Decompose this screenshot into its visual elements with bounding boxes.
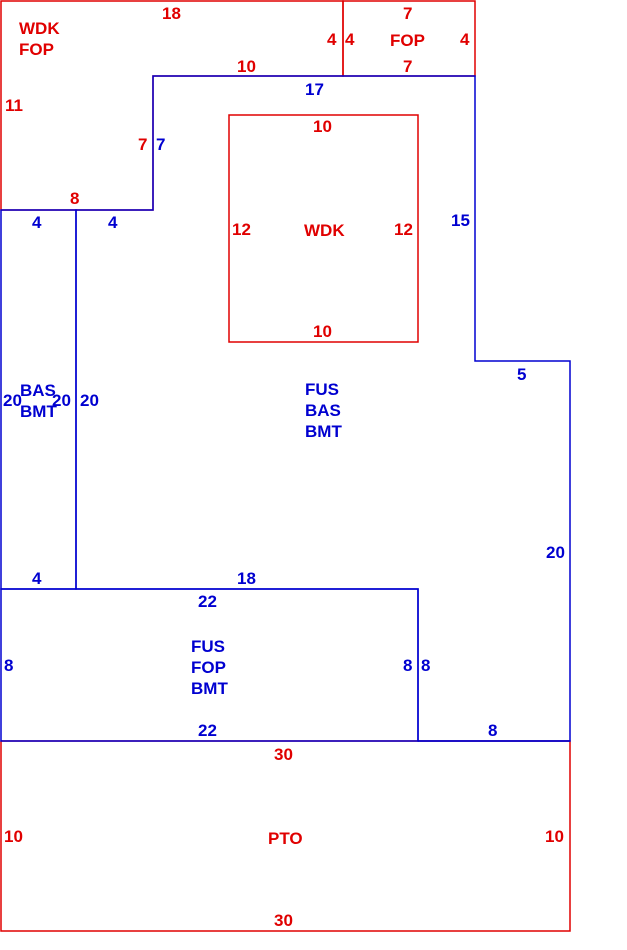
dimension-label: 7: [403, 57, 412, 76]
dimension-label: 22: [198, 721, 217, 740]
area-label-bmt-lower: BMT: [191, 679, 228, 698]
dimension-label: 4: [108, 213, 118, 232]
dimension-label: 7: [156, 135, 165, 154]
dimension-label: 10: [545, 827, 564, 846]
dimension-label: 8: [4, 656, 13, 675]
area-label-fop-top-left: FOP: [19, 40, 54, 59]
area-label-bas-main: BAS: [305, 401, 341, 420]
dimension-label: 20: [80, 391, 99, 410]
dimension-label: 4: [32, 213, 42, 232]
dimension-label: 10: [4, 827, 23, 846]
dimension-label: 15: [451, 211, 470, 230]
area-label-wdk-top-left: WDK: [19, 19, 60, 38]
dimension-label: 4: [327, 30, 337, 49]
dimension-label: 8: [403, 656, 412, 675]
dimension-label: 12: [394, 220, 413, 239]
area-label-bmt-main: BMT: [305, 422, 342, 441]
dimension-label: 18: [162, 4, 181, 23]
area-label-bas-left: BAS: [20, 381, 56, 400]
dimension-label: 30: [274, 911, 293, 930]
area-label-bmt-left: BMT: [20, 402, 57, 421]
area-label-pto: PTO: [268, 829, 303, 848]
dimension-label: 20: [3, 391, 22, 410]
dimension-label: 10: [313, 322, 332, 341]
dimension-label: 4: [460, 30, 470, 49]
dimension-label: 10: [237, 57, 256, 76]
dimension-label: 10: [313, 117, 332, 136]
dimension-label: 4: [32, 569, 42, 588]
dimension-label: 7: [138, 135, 147, 154]
dimension-label: 18: [237, 569, 256, 588]
dimension-label: 12: [232, 220, 251, 239]
dimension-label: 4: [345, 30, 355, 49]
dimension-label: 8: [421, 656, 430, 675]
area-label-wdk-center: WDK: [304, 221, 345, 240]
dimension-label: 8: [488, 721, 497, 740]
outline-wdk-center: [228, 114, 419, 343]
dimension-label: 7: [403, 4, 412, 23]
area-label-fus-lower: FUS: [191, 637, 225, 656]
outline-fus-fop-bmt: [0, 588, 419, 742]
dimension-label: 20: [52, 391, 71, 410]
dimension-label: 20: [546, 543, 565, 562]
area-label-fop-lower: FOP: [191, 658, 226, 677]
dimension-label: 11: [5, 96, 23, 115]
dimension-label: 30: [274, 745, 293, 764]
area-label-fus-main: FUS: [305, 380, 339, 399]
area-label-fop-top-right: FOP: [390, 31, 425, 50]
dimension-label: 22: [198, 592, 217, 611]
dimension-label: 5: [517, 365, 526, 384]
dimension-label: 8: [70, 189, 79, 208]
dimension-label: 17: [305, 80, 324, 99]
